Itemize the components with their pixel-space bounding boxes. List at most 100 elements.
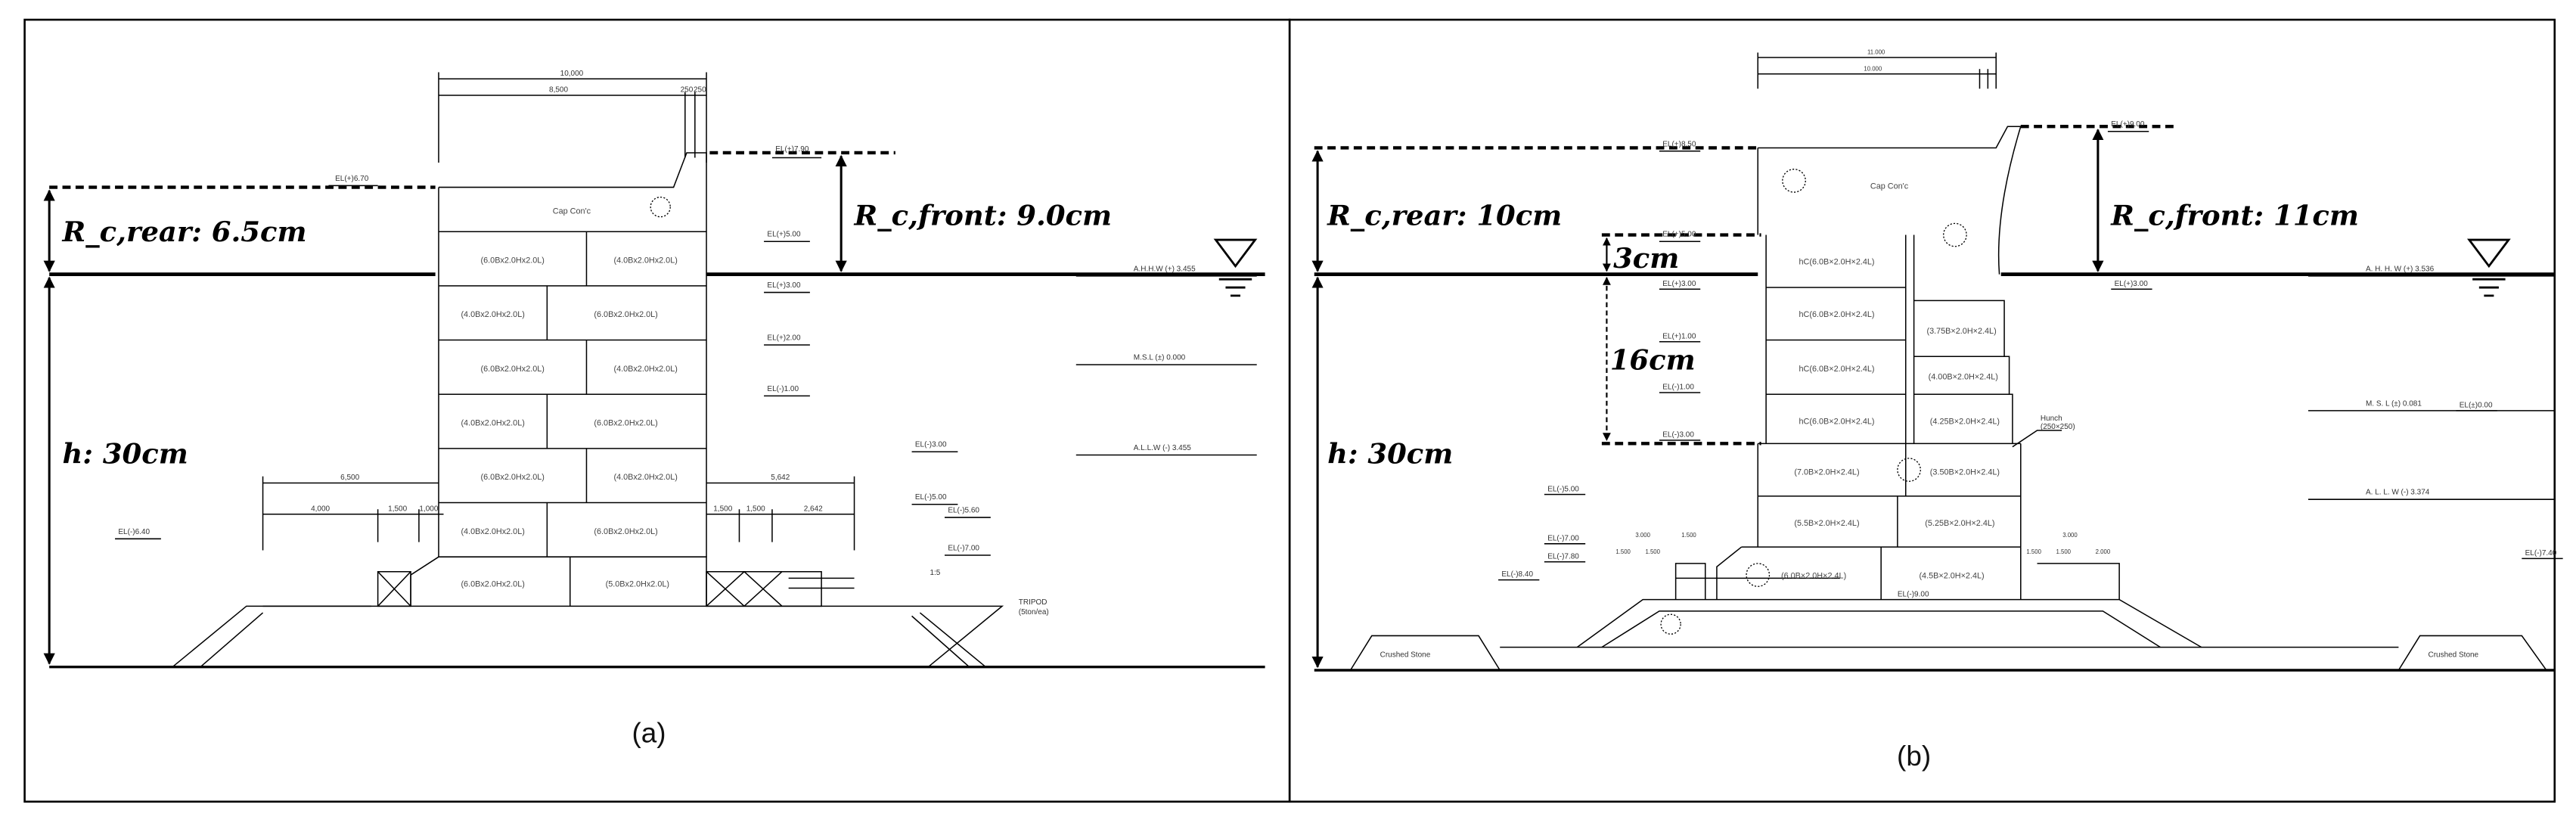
block-label: (4.5B×2.0H×2.4L): [1919, 571, 1984, 580]
water-level-icon: [1213, 238, 1258, 297]
elevation-label: EL(-)5.00: [1547, 485, 1579, 493]
panel-b-h-label: h: 30cm: [1327, 436, 1453, 470]
panel-b-caption: (b): [1897, 741, 1931, 772]
elevation-label: EL(+)5.00: [767, 231, 801, 239]
crushed-stone-label-right: Crushed Stone: [2429, 651, 2479, 660]
elevation-label: EL(-)5.00: [915, 493, 947, 502]
panel-b-elevations: EL(+)8.50 EL(+)9.00 EL(+)5.00 EL(+)3.00 …: [1380, 120, 2557, 659]
block-label: (3.75B×2.0H×2.4L): [1926, 327, 1996, 336]
elevation-label: EL(-)3.00: [915, 441, 947, 449]
water-level-label: M. S. L (±) 0.081: [2366, 399, 2422, 408]
block-label: (3.50B×2.0H×2.4L): [1930, 468, 2000, 477]
water-level-label: A. H. H. W (+) 3.536: [2366, 265, 2435, 273]
dim-label: 1.500: [1681, 532, 1696, 539]
hunch-label: Hunch: [2041, 415, 2062, 423]
block-label: (5.5B×2.0H×2.4L): [1794, 519, 1859, 528]
panel-b-cap-label: Cap Con'c: [1870, 182, 1909, 191]
elevation-label: EL(-)9.00: [1898, 590, 1929, 598]
dim-label: 1,500: [746, 505, 765, 513]
panel-a-caption: (a): [632, 718, 666, 749]
block-label: (6.0Bx2.0Hx2.0L): [481, 365, 545, 374]
elevation-label: EL(+)3.00: [2115, 280, 2149, 288]
panel-b-rc-front-label: R_c,front: 11cm: [2110, 199, 2359, 232]
panel-a-rubble-blocks-icon: [650, 196, 671, 218]
block-label: (4.0Bx2.0Hx2.0L): [613, 473, 677, 482]
dim-label: 11.000: [1867, 49, 1885, 56]
elevation-label: EL(-)7.40: [2525, 549, 2557, 557]
dim-label: 1,500: [388, 505, 407, 513]
elevation-label: EL(-)5.60: [948, 507, 979, 515]
block-label: (4.0Bx2.0Hx2.0L): [461, 527, 524, 536]
block-label: (6.0Bx2.0Hx2.0L): [481, 473, 545, 482]
elevation-label: EL(+)3.00: [1662, 280, 1696, 288]
tripod-weight-label: (5ton/ea): [1019, 608, 1049, 616]
water-level-label: A.H.H.W (+) 3.455: [1134, 265, 1196, 273]
elevation-label: EL(+)9.00: [2111, 120, 2145, 129]
panel-b-block-labels: hC(6.0B×2.0H×2.4L) hC(6.0B×2.0H×2.4L) hC…: [1781, 258, 2000, 581]
panel-b-3cm-label: 3cm: [1613, 241, 1679, 275]
dim-label: 10,000: [560, 70, 584, 78]
block-label: (4.25B×2.0H×2.4L): [1930, 417, 2000, 426]
elevation-label: EL(±)0.00: [2460, 402, 2493, 410]
tripod-label: TRIPOD: [1019, 598, 1047, 607]
block-label: (4.0Bx2.0Hx2.0L): [613, 256, 677, 265]
dim-label: 5,642: [771, 474, 790, 482]
dim-label: 3.000: [2062, 532, 2078, 539]
elevation-label: EL(-)7.80: [1547, 552, 1579, 561]
water-level-icon: [2466, 238, 2511, 297]
elevation-label: EL(-)3.00: [1662, 431, 1694, 439]
dim-label: 1.500: [1645, 548, 1660, 555]
block-label: (6.0Bx2.0Hx2.0L): [594, 527, 657, 536]
block-label: (6.0Bx2.0Hx2.0L): [594, 418, 657, 427]
panel-a-cap-label: Cap Con'c: [553, 207, 591, 216]
block-label: (4.00B×2.0H×2.4L): [1929, 373, 1998, 382]
water-level-label: A.L.L.W (-) 3.455: [1134, 444, 1191, 452]
dim-label: 10.000: [1864, 65, 1882, 72]
panel-b-armor-icons: [1660, 169, 1967, 635]
dim-label: 4,000: [311, 505, 330, 513]
panel-a: R_c,rear: 6.5cm R_c,front: 9.0cm h: 30cm…: [43, 70, 1265, 749]
block-label: (5.25B×2.0H×2.4L): [1925, 519, 1994, 528]
water-level-label: M.S.L (±) 0.000: [1134, 354, 1186, 362]
elevation-label: EL(+)7.90: [775, 145, 809, 154]
block-label: hC(6.0B×2.0H×2.4L): [1799, 258, 1874, 267]
elevation-label: EL(+)1.00: [1662, 332, 1696, 340]
dim-label: 2,642: [804, 505, 823, 513]
block-label: (6.0Bx2.0Hx2.0L): [481, 256, 545, 265]
dim-label: 250: [681, 86, 694, 95]
dim-label: 1.500: [2026, 548, 2041, 555]
dim-label: 8,500: [549, 86, 568, 95]
dim-label: 1,000: [419, 505, 438, 513]
dim-label: 1.500: [1615, 548, 1631, 555]
panel-b-16cm-label: 16cm: [1610, 343, 1696, 377]
dim-label: 3.000: [1635, 532, 1650, 539]
water-level-label: A. L. L. W (-) 3.374: [2366, 489, 2430, 497]
elevation-label: EL(+)8.50: [1662, 140, 1696, 148]
elevation-label: EL(+)6.70: [335, 175, 369, 183]
elevation-label: EL(-)7.00: [1547, 534, 1579, 542]
block-label: hC(6.0B×2.0H×2.4L): [1799, 417, 1874, 426]
block-label: (4.0Bx2.0Hx2.0L): [613, 365, 677, 374]
slope-label: 1:5: [930, 569, 940, 577]
dim-label: 2.000: [2096, 548, 2111, 555]
block-label: (4.0Bx2.0Hx2.0L): [461, 310, 524, 319]
elevation-label: EL(-)1.00: [1662, 384, 1694, 392]
block-label: hC(6.0B×2.0H×2.4L): [1799, 310, 1874, 319]
panel-b-rc-rear-label: R_c,rear: 10cm: [1327, 199, 1562, 232]
panel-a-dimensions: 10,000 8,500 250 250 6,500 4,000 1,500 1…: [311, 70, 823, 513]
block-label: (6.0B×2.0H×2.4L): [1781, 571, 1846, 580]
block-label: (4.0Bx2.0Hx2.0L): [461, 418, 524, 427]
elevation-label: EL(-)8.40: [1501, 570, 1533, 579]
dim-label: 1.500: [2056, 548, 2072, 555]
crushed-stone-label-left: Crushed Stone: [1380, 651, 1431, 660]
panel-a-block-labels: (6.0Bx2.0Hx2.0L) (4.0Bx2.0Hx2.0L) (4.0Bx…: [461, 256, 677, 589]
elevation-label: EL(+)3.00: [767, 281, 801, 290]
elevation-label: EL(-)1.00: [767, 385, 799, 393]
elevation-label: EL(+)5.00: [1662, 231, 1696, 239]
panel-b-dimensions: 11.000 10.000 3.000 1.500 1.500 1.500 3.…: [1615, 49, 2110, 555]
panel-a-h-label: h: 30cm: [63, 436, 188, 470]
block-label: (7.0B×2.0H×2.4L): [1794, 468, 1859, 477]
panel-a-rc-front-label: R_c,front: 9.0cm: [854, 199, 1113, 232]
hunch-size-label: (250×250): [2041, 423, 2075, 431]
